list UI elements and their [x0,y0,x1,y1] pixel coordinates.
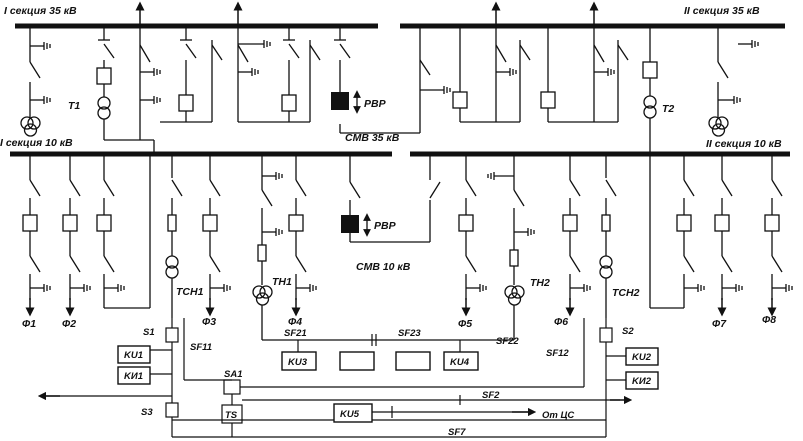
text-ki2: KИ2 [632,376,652,387]
label-ot-cs: От ЦС [542,410,574,421]
label-s2: S2 [622,326,634,337]
label-tn1: TH1 [272,276,292,288]
feeder-arrows-10kv [25,298,777,317]
label-smv10: СМВ 10 кВ [356,261,411,273]
label-sa1: SA1 [224,369,242,380]
text-ku5: KU5 [340,409,360,420]
label-f6: Ф6 [554,316,568,328]
box-ku5 [333,403,373,423]
label-s3: S3 [141,407,153,418]
relay-box-labels: KU1 KИ1 KU3 KU4 KU2 KИ2 TS KU5 [124,350,652,421]
label-rvr35: РВР [364,98,387,110]
text-ku3: KU3 [288,357,308,368]
text-ki1: KИ1 [124,371,143,382]
label-f7: Ф7 [712,318,727,330]
label-bus10-2: II секция 10 кВ [706,138,782,150]
label-sf21: SF21 [284,328,307,339]
label-tsn2: TCH2 [612,287,640,299]
box-ku3 [281,351,317,371]
rvr-35kv-breaker [331,90,361,114]
label-sf12: SF12 [546,348,569,359]
label-s1: S1 [143,327,155,338]
diagram-labels: I секция 35 кВ II секция 35 кВ I секция … [0,5,782,438]
text-ku1: KU1 [124,350,143,361]
control-arrows [37,391,633,417]
label-smv35: СМВ 35 кВ [345,132,400,144]
label-bus35-1: I секция 35 кВ [4,5,77,17]
box-blank-2 [395,351,431,371]
label-tsn1: TCH1 [176,286,204,298]
rvr-10kv-breaker [341,213,371,237]
label-f8: Ф8 [762,314,776,326]
box-ki2 [625,371,659,390]
box-blank-1 [339,351,375,371]
label-sf7: SF7 [448,427,466,438]
label-bus10-1: I секция 10 кВ [0,137,73,149]
label-t2: T2 [662,103,674,115]
box-ku2 [625,347,659,366]
bays-35kv [20,26,759,154]
label-sf2: SF2 [482,390,500,401]
line-35kv-outgoing-arrows [135,1,599,26]
box-ku1 [117,345,151,364]
control-wiring [40,318,626,438]
label-f4: Ф4 [288,316,302,328]
label-f2: Ф2 [62,318,76,330]
label-f3: Ф3 [202,316,216,328]
label-sf23: SF23 [398,328,421,339]
label-f5: Ф5 [458,318,472,330]
label-tn2: TH2 [530,277,550,289]
text-ku2: KU2 [632,352,652,363]
label-f1: Ф1 [22,318,36,330]
label-sf22: SF22 [496,336,519,347]
label-rvr10: РВР [374,220,397,232]
box-ku4 [443,351,479,371]
label-bus35-2: II секция 35 кВ [684,5,760,17]
relay-boxes [117,345,659,423]
box-ki1 [117,366,151,385]
text-ts: TS [225,410,238,421]
bays-10kv [22,154,793,340]
label-sf11: SF11 [190,342,212,353]
text-ku4: KU4 [450,357,470,368]
label-t1: T1 [68,100,80,112]
